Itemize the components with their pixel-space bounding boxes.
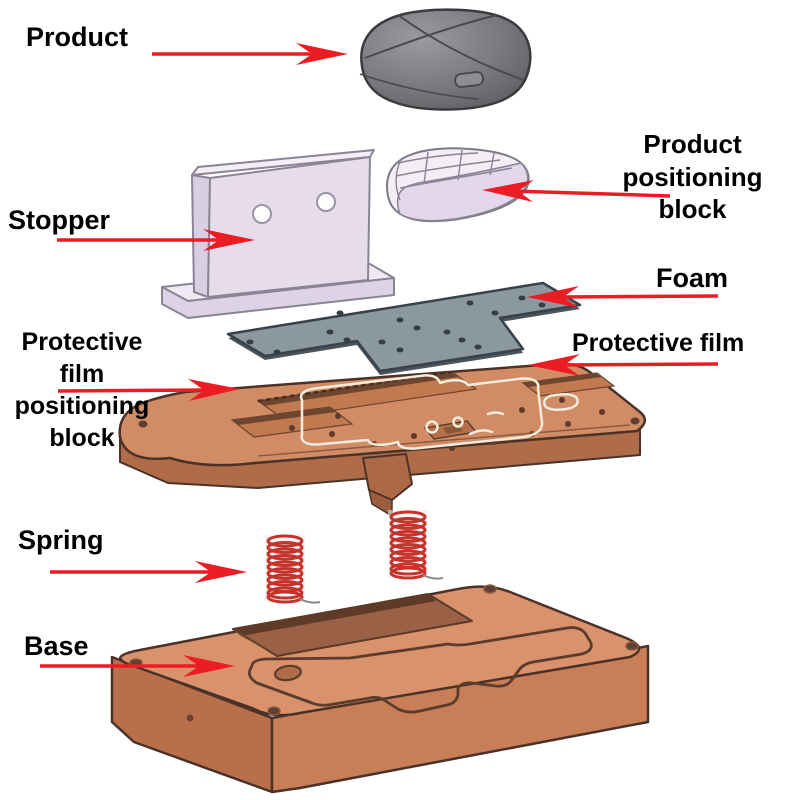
stopper-label: Stopper — [8, 205, 111, 235]
protective-film-positioning-block-arrow — [57, 379, 240, 401]
base-arrow — [40, 655, 235, 677]
product-label: Product — [26, 22, 129, 52]
stopper-arrow — [57, 229, 255, 251]
stopper-hole — [252, 204, 272, 224]
spring-label: Spring — [18, 525, 104, 555]
product-part — [359, 8, 532, 111]
foam-holes — [246, 295, 546, 355]
plate-holes — [289, 397, 605, 451]
base-label: Base — [24, 631, 89, 661]
product-positioning-block-label: Product positioning block — [622, 129, 763, 224]
base-part — [110, 584, 650, 794]
stopper-hole — [316, 192, 336, 212]
protective-film-part — [299, 374, 579, 450]
foam-part — [226, 281, 582, 375]
foam-arrow — [527, 286, 719, 308]
spring-left-part — [265, 534, 321, 604]
product-arrow — [152, 43, 348, 65]
spring-arrow — [50, 561, 247, 583]
protective-film-label: Protective film — [572, 329, 745, 357]
product-positioning-block-arrow — [482, 180, 671, 202]
product-positioning-block-part — [386, 147, 530, 223]
spring-right-part — [388, 510, 444, 580]
stopper-part — [161, 149, 395, 319]
foam-label: Foam — [656, 263, 729, 293]
protective-film-positioning-block-part — [118, 362, 646, 517]
callout-arrows — [40, 43, 719, 677]
product-button-detail — [454, 71, 484, 88]
protective-film-arrow — [528, 354, 719, 376]
protective-film-positioning-block-label: Protective film positioning block — [14, 328, 150, 452]
